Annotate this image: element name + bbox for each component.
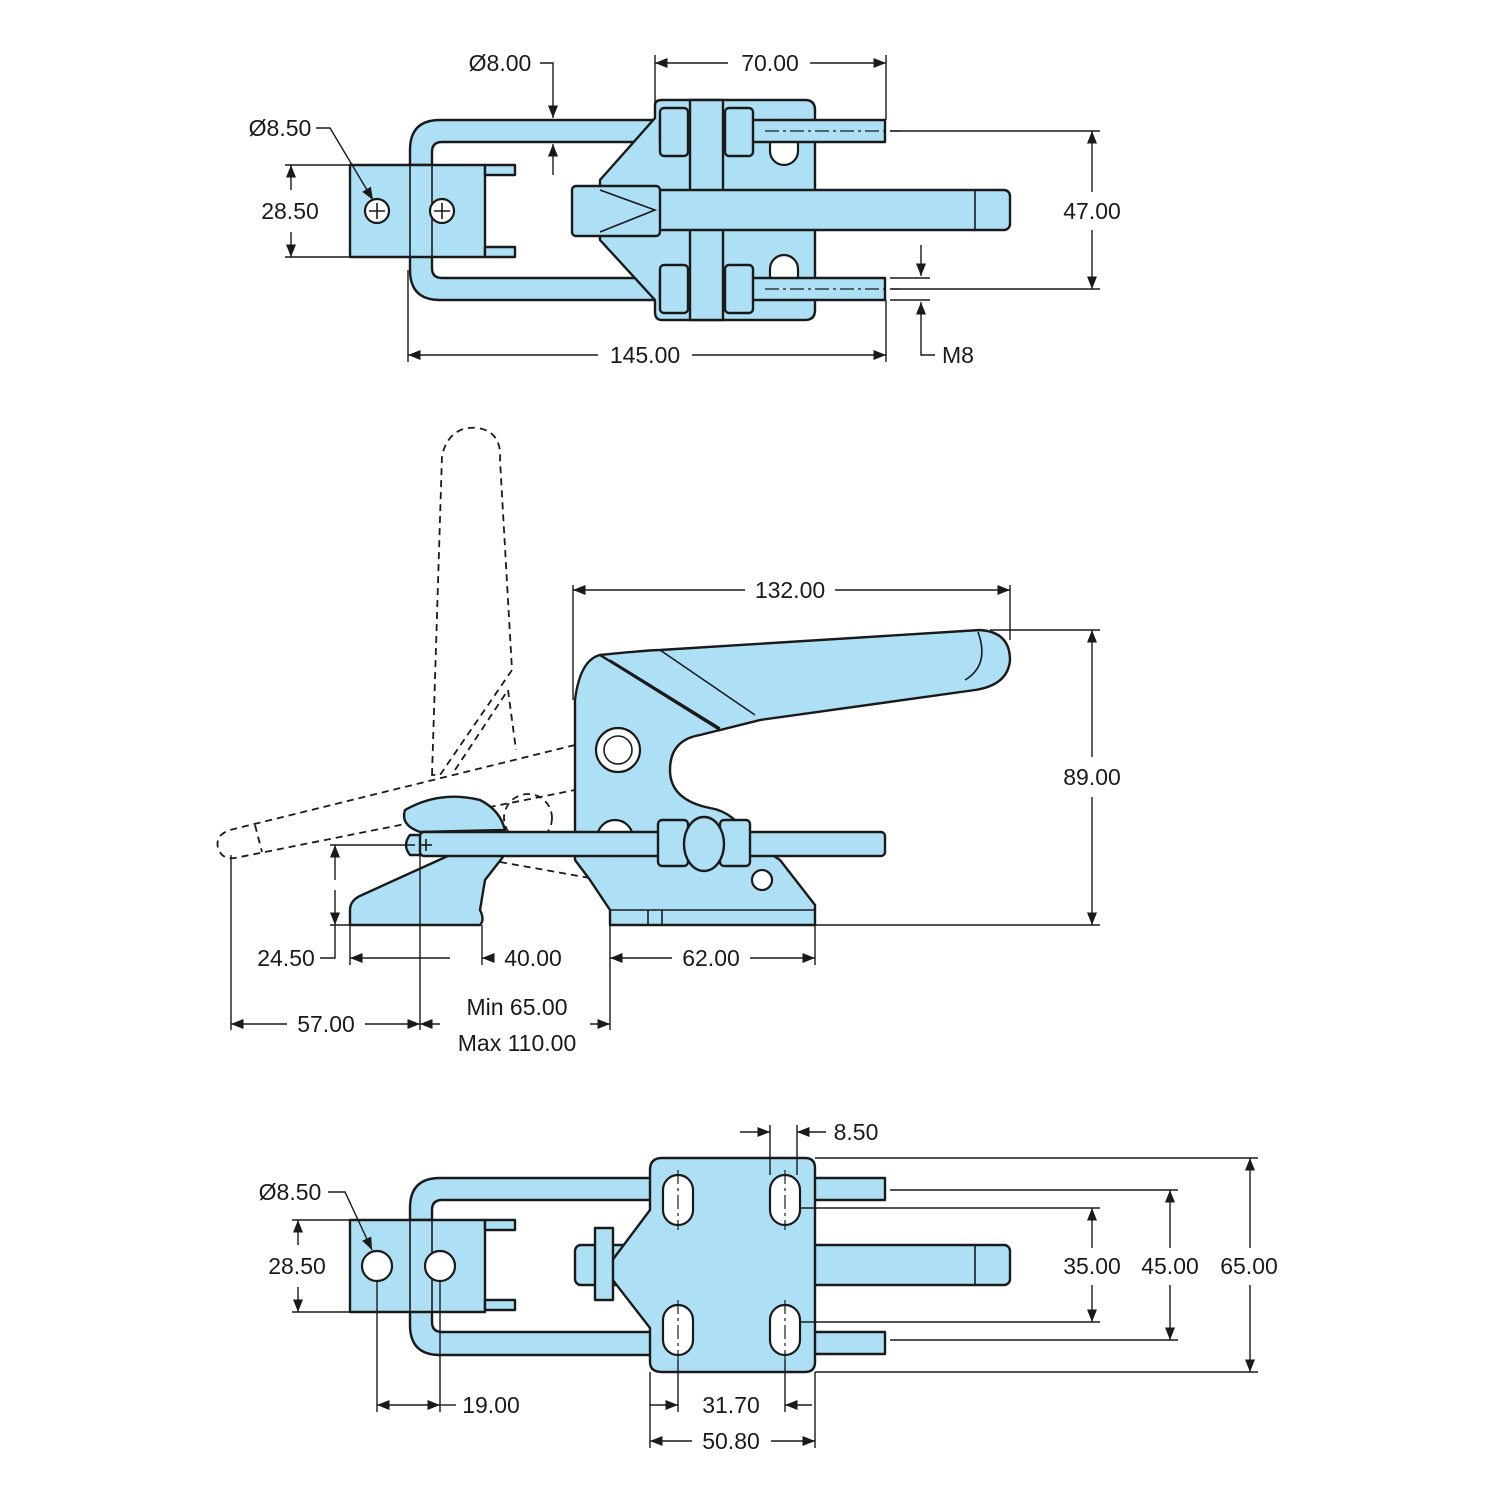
dim-bottom-dia8-5: Ø8.50 [259, 1179, 322, 1205]
dim-side-57: 57.00 [297, 1011, 355, 1037]
dim-top-m8: M8 [942, 342, 974, 368]
bottom-hole-right [423, 1249, 457, 1283]
dim-bottom-45: 45.00 [1141, 1253, 1199, 1279]
dim-top-dia8: Ø8.00 [469, 50, 532, 76]
dim-bottom-35: 35.00 [1063, 1253, 1121, 1279]
side-hook [348, 833, 522, 927]
dim-top-70: 70.00 [741, 50, 799, 76]
dim-side-62: 62.00 [682, 945, 740, 971]
dim-bottom-50-8: 50.80 [702, 1428, 760, 1454]
dim-top-28-5: 28.50 [261, 198, 319, 224]
side-rod [418, 830, 887, 858]
bottom-u-bar-lower [408, 1308, 662, 1357]
dim-top-47: 47.00 [1063, 198, 1121, 224]
dim-side-max: Max 110.00 [458, 1030, 576, 1056]
dim-bottom-8-5: 8.50 [834, 1119, 879, 1145]
dim-bottom-28-5: 28.50 [268, 1253, 326, 1279]
dim-bottom-19: 19.00 [462, 1392, 520, 1418]
dim-side-40: 40.00 [504, 945, 562, 971]
bottom-view: 8.50 Ø8.50 28.50 35.00 45.00 65.00 19.00 [259, 1119, 1278, 1454]
dim-side-min: Min 65.00 [466, 994, 567, 1020]
dim-bottom-65: 65.00 [1220, 1253, 1278, 1279]
dim-top-dia8-5: Ø8.50 [249, 115, 312, 141]
dim-bottom-31-7: 31.70 [702, 1392, 760, 1418]
dim-side-132: 132.00 [755, 577, 825, 603]
bottom-hole-left [360, 1249, 394, 1283]
top-view: 70.00 Ø8.00 Ø8.50 28.50 47.00 M8 145.00 [249, 50, 1121, 368]
bottom-base-plate [603, 1156, 817, 1374]
side-hook-lip [402, 795, 507, 834]
side-ghost-handle-raised [431, 426, 513, 776]
dim-side-24-5: 24.50 [257, 945, 315, 971]
dim-top-145: 145.00 [610, 342, 680, 368]
top-handle [653, 188, 1012, 232]
side-ghost-arm-lowered [216, 744, 576, 860]
bottom-u-bar [408, 1176, 662, 1222]
side-view: 132.00 89.00 24.50 40.00 62.00 57.00 [216, 426, 1121, 1056]
side-handle [598, 628, 1012, 732]
dim-side-89: 89.00 [1063, 764, 1121, 790]
